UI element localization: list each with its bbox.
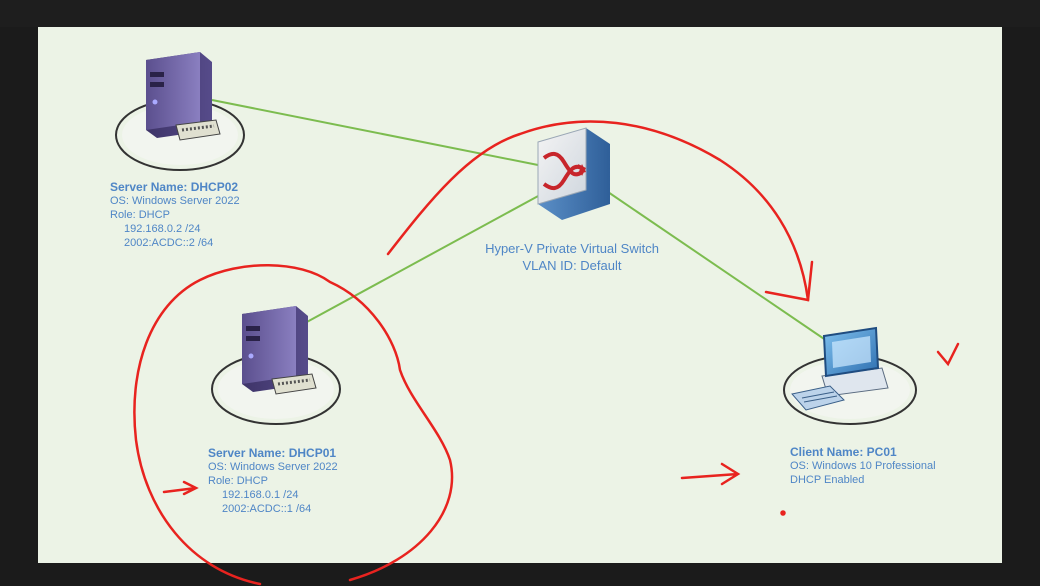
pc01-title: Client Name: PC01	[790, 445, 897, 459]
dhcp02-title: Server Name: DHCP02	[110, 180, 239, 194]
arrow-left-annotation	[162, 480, 199, 496]
red-annotations	[133, 120, 960, 586]
pc01-note: DHCP Enabled	[790, 474, 865, 486]
switch-label: Hyper-V Private Virtual Switch VLAN ID: …	[472, 240, 672, 274]
server-tower-icon	[115, 52, 245, 171]
dhcp02-role: Role: DHCP	[110, 209, 170, 221]
server-tower-icon	[211, 306, 341, 425]
network-links	[211, 99, 834, 346]
arrow-curve-annotation	[386, 120, 810, 302]
top-dark-bar	[0, 0, 1040, 27]
dhcp01-title: Server Name: DHCP01	[208, 446, 337, 460]
check-annotation	[936, 342, 960, 367]
dhcp02-ipv6: 2002:ACDC::2 /64	[124, 237, 214, 249]
pc01-label: Client Name: PC01 OS: Windows 10 Profess…	[790, 445, 936, 487]
desktop-computer-icon	[783, 326, 917, 425]
dhcp01-label: Server Name: DHCP01 OS: Windows Server 2…	[208, 446, 338, 516]
circle-annotation	[133, 264, 454, 586]
link-dhcp01-switch	[304, 194, 541, 324]
switch-name: Hyper-V Private Virtual Switch	[485, 241, 659, 256]
dhcp01-ipv4: 192.168.0.1 /24	[222, 489, 299, 501]
dhcp02-label: Server Name: DHCP02 OS: Windows Server 2…	[110, 180, 240, 250]
dhcp01-role: Role: DHCP	[208, 475, 268, 487]
switch-vlan: VLAN ID: Default	[522, 258, 622, 273]
link-dhcp02-switch	[211, 99, 539, 166]
network-switch-icon	[537, 127, 610, 220]
dot-annotation	[780, 510, 786, 516]
dhcp02-ipv4: 192.168.0.2 /24	[124, 223, 201, 235]
arrow-right-annotation	[680, 462, 741, 486]
link-switch-pc01	[607, 191, 834, 346]
dhcp01-ipv6: 2002:ACDC::1 /64	[222, 503, 312, 515]
arrow-head-annotation	[764, 260, 814, 302]
pc01-os: OS: Windows 10 Professional	[790, 460, 936, 472]
dhcp02-os: OS: Windows Server 2022	[110, 195, 240, 207]
dhcp01-os: OS: Windows Server 2022	[208, 461, 338, 473]
